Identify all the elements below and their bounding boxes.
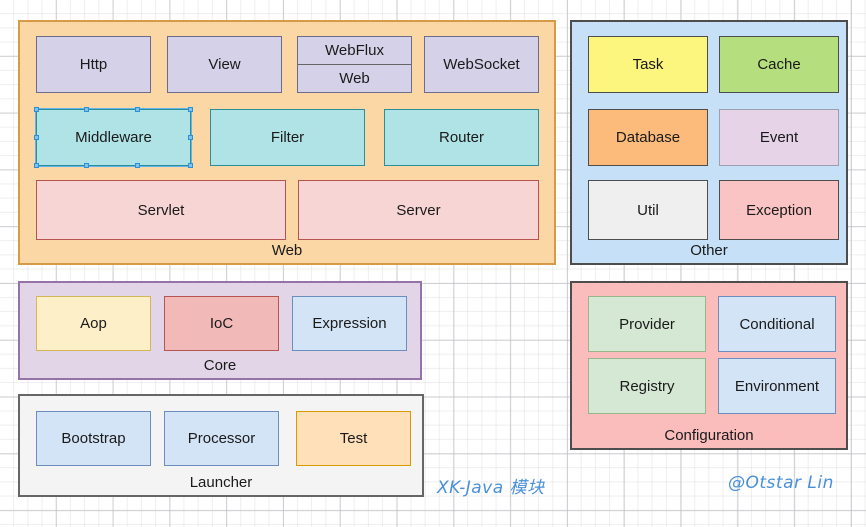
node-label: Router [438, 129, 485, 146]
node-label: Environment [734, 377, 820, 395]
node-server[interactable]: Server [298, 180, 539, 240]
node-cache[interactable]: Cache [719, 36, 839, 93]
node-test[interactable]: Test [296, 411, 411, 466]
diagram-title-watermark: XK-Java 模块 [437, 478, 545, 498]
node-label: Event [759, 129, 799, 146]
node-label: Servlet [137, 201, 185, 219]
node-filter[interactable]: Filter [210, 109, 365, 166]
author-watermark: @Otstar Lin [728, 473, 834, 493]
resize-handle-n[interactable] [84, 107, 90, 112]
node-label: Http [79, 56, 108, 73]
node-label: WebFlux [325, 41, 384, 59]
node-webflux[interactable]: WebFlux [298, 37, 411, 65]
node-webflux-web[interactable]: WebFlux Web [297, 36, 412, 93]
group-label-launcher: Launcher [189, 474, 253, 491]
resize-handle-w[interactable] [34, 134, 39, 140]
node-label: Middleware [75, 129, 152, 146]
resize-handle-s[interactable] [84, 163, 90, 168]
node-provider[interactable]: Provider [588, 296, 706, 352]
group-label-configuration: Configuration [664, 427, 754, 444]
node-label: View [208, 56, 241, 73]
resize-handle-s2[interactable] [134, 163, 140, 168]
node-label: Aop [80, 315, 107, 332]
node-label: Bootstrap [61, 430, 126, 447]
node-label: Expression [312, 315, 387, 332]
node-label: Exception [746, 201, 812, 219]
node-label: Test [339, 430, 368, 447]
node-label: Filter [270, 129, 305, 146]
group-other[interactable]: Task Cache Database Event Util Exception… [570, 20, 848, 265]
node-util[interactable]: Util [588, 180, 708, 240]
resize-handle-sw[interactable] [34, 163, 39, 168]
node-ioc[interactable]: IoC [164, 296, 279, 351]
node-registry[interactable]: Registry [588, 358, 706, 414]
node-conditional[interactable]: Conditional [718, 296, 836, 352]
node-web-sub[interactable]: Web [298, 65, 411, 93]
node-environment[interactable]: Environment [718, 358, 836, 414]
node-label: Util [637, 201, 659, 219]
node-middleware[interactable]: Middleware [34, 107, 193, 168]
node-label: Registry [619, 377, 675, 395]
node-label: Web [339, 69, 370, 87]
node-label: Conditional [739, 315, 815, 333]
node-label: Database [615, 129, 681, 146]
node-label: Provider [619, 315, 675, 333]
group-core[interactable]: Aop IoC Expression Core [18, 281, 422, 380]
node-event[interactable]: Event [719, 109, 839, 166]
node-bootstrap[interactable]: Bootstrap [36, 411, 151, 466]
group-launcher[interactable]: Bootstrap Processor Test Launcher [18, 394, 424, 497]
node-processor[interactable]: Processor [164, 411, 279, 466]
group-web[interactable]: Http View WebFlux Web WebSocket Middlewa… [18, 20, 556, 265]
group-label-core: Core [203, 357, 237, 374]
node-router[interactable]: Router [384, 109, 539, 166]
resize-handle-e[interactable] [188, 134, 193, 140]
group-configuration[interactable]: Provider Conditional Registry Environmen… [570, 281, 848, 450]
node-label: Task [632, 56, 664, 73]
node-expression[interactable]: Expression [292, 296, 407, 351]
group-label-web: Web [271, 242, 303, 259]
resize-handle-nw[interactable] [34, 107, 39, 112]
node-label: Server [396, 201, 441, 219]
node-label: IoC [209, 315, 234, 332]
node-label: Cache [757, 56, 801, 73]
node-http[interactable]: Http [36, 36, 151, 93]
node-task[interactable]: Task [588, 36, 708, 93]
node-websocket[interactable]: WebSocket [424, 36, 539, 93]
node-view[interactable]: View [167, 36, 282, 93]
node-database[interactable]: Database [588, 109, 708, 166]
group-label-other: Other [690, 242, 728, 259]
resize-handle-ne[interactable] [188, 107, 193, 112]
resize-handle-se[interactable] [188, 163, 193, 168]
node-exception[interactable]: Exception [719, 180, 839, 240]
node-servlet[interactable]: Servlet [36, 180, 286, 240]
node-label: WebSocket [443, 56, 520, 73]
resize-handle-n2[interactable] [134, 107, 140, 112]
node-aop[interactable]: Aop [36, 296, 151, 351]
node-label: Processor [187, 430, 256, 447]
